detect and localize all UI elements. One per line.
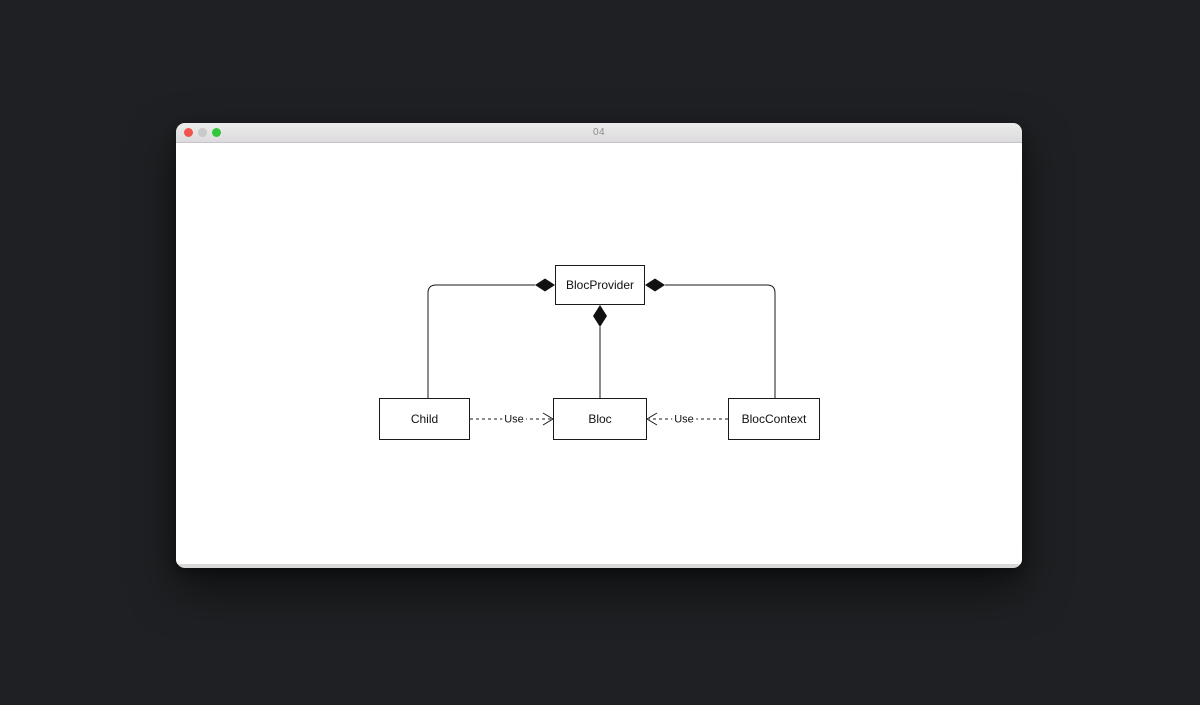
class-box-bloccontext: BlocContext (728, 398, 820, 440)
edge-blocprovider-child (427, 284, 535, 398)
composition-diamond-right-icon (645, 278, 665, 292)
class-box-child: Child (379, 398, 470, 440)
minimize-button[interactable] (198, 128, 207, 137)
composition-diamond-bottom-icon (593, 305, 607, 327)
class-label-blocprovider: BlocProvider (565, 278, 635, 292)
class-label-child: Child (410, 412, 439, 426)
class-label-bloc: Bloc (588, 412, 612, 426)
diagram-connectors (427, 278, 776, 426)
composition-diamond-left-icon (535, 278, 555, 292)
zoom-button[interactable] (212, 128, 221, 137)
use-edge-label-right: Use (672, 413, 696, 426)
edge-blocprovider-bloccontext (665, 284, 776, 398)
class-box-blocprovider: BlocProvider (555, 265, 645, 305)
class-box-bloc: Bloc (553, 398, 647, 440)
window-title: 04 (592, 127, 606, 138)
class-label-bloccontext: BlocContext (741, 412, 807, 426)
close-button[interactable] (184, 128, 193, 137)
preview-window: 04 (176, 123, 1022, 568)
diagram-canvas: BlocProvider Child Bloc BlocContext Use … (176, 143, 1022, 564)
open-arrowhead-left-icon (646, 412, 658, 426)
use-edge-label-left: Use (502, 413, 526, 426)
window-controls (184, 123, 221, 142)
window-titlebar[interactable]: 04 (176, 123, 1022, 143)
